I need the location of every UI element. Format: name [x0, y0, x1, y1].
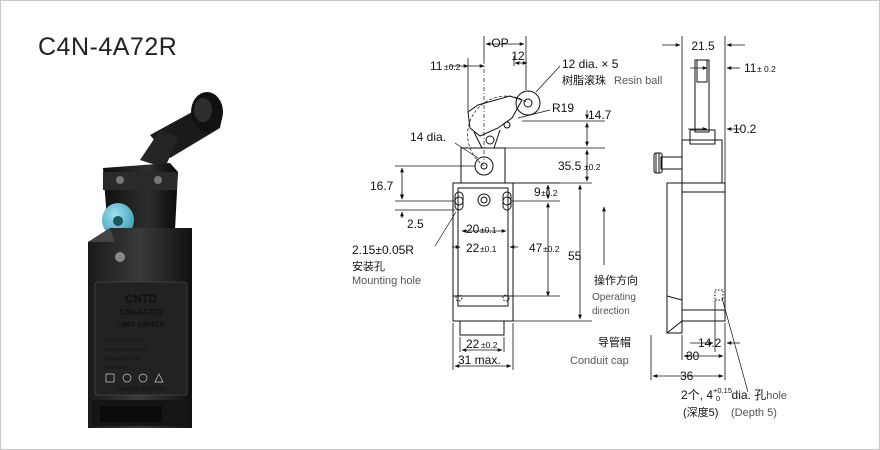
front-view-drawing: [452, 60, 541, 336]
resin-cn: 树脂滚珠: [562, 73, 606, 87]
product-title: C4N-4A72R: [38, 33, 178, 61]
depth-en: (Depth 5): [731, 407, 777, 419]
dim-14-dia: 14 dia.: [410, 130, 446, 144]
opdir-en2: direction: [592, 306, 630, 317]
dim-20: 20: [466, 222, 480, 236]
dim-10-2: 10.2: [733, 122, 757, 136]
dim-47-tol: ±0.2: [543, 244, 560, 254]
photo-type: LIMIT SWITCH: [117, 322, 165, 329]
front-dimensions: [395, 36, 606, 370]
dim-12: 12: [511, 49, 525, 63]
photo-rating2: DC-13 0.3A/220VDC: [104, 347, 149, 353]
hole-en: Mounting hole: [352, 275, 421, 287]
dim-22a-tol: ±0.1: [480, 244, 497, 254]
depth-cn: (深度5): [683, 405, 718, 419]
product-photo: CNTD C4N-4A72R LIMIT SWITCH AC-15 3A/250…: [88, 92, 223, 428]
hole-cn: 安装孔: [352, 259, 385, 273]
roller-size: 12 dia. × 5: [562, 57, 619, 71]
dim-21-5: 21.5: [691, 39, 715, 53]
dim-35-5: 35.5: [558, 159, 582, 173]
photo-brand: CNTD: [125, 294, 157, 306]
dim-9: 9: [534, 185, 541, 199]
dim-14-2: 14.2: [698, 336, 722, 350]
dim-20-tol: ±0.1: [480, 225, 497, 235]
photo-maker: CHANGDE ELECTRIC: [115, 387, 167, 393]
side-dim-11: 11: [744, 61, 757, 75]
dim-31-max: 31 max.: [458, 353, 501, 367]
dim-11: 11: [430, 59, 443, 73]
dim-22b-tol: ±0.2: [481, 340, 498, 350]
side-dimensions: [650, 36, 749, 393]
conduit-en: Conduit cap: [570, 355, 629, 367]
photo-standard: GB14048.5 IP66: [104, 356, 140, 362]
dim-14-7: 14.7: [588, 108, 612, 122]
photo-rating1: AC-15 3A/250VAC: [104, 338, 144, 344]
side-labels: 21.5 11 ± 0.2 10.2 14.2 30 36 2个, 4+0.15…: [680, 39, 787, 419]
dim-47: 47: [529, 241, 543, 255]
dim-22b: 22: [466, 337, 480, 351]
dim-16-7: 16.7: [370, 179, 394, 193]
dim-2-5: 2.5: [407, 217, 424, 231]
dim-r19: R19: [552, 101, 574, 115]
conduit-cn: 导管帽: [598, 335, 631, 349]
side-dim-11-tol: ± 0.2: [757, 64, 776, 74]
opdir-en1: Operating: [592, 292, 636, 303]
dim-55: 55: [568, 249, 582, 263]
dim-36: 36: [680, 369, 694, 383]
photo-model: C4N-4A72R: [119, 308, 163, 317]
side-view-drawing: [653, 59, 726, 334]
front-labels: OP 12 11 ±0.2 12 dia. × 5 树脂滚珠 Resin bal…: [352, 36, 662, 367]
dim-35-5-tol: ±0.2: [584, 162, 601, 172]
dim-30: 30: [686, 349, 700, 363]
opdir-cn: 操作方向: [594, 273, 638, 287]
dim-11-tol: ±0.2: [444, 62, 461, 72]
dim-op: OP: [491, 36, 508, 50]
dim-9-tol: ±0.2: [541, 188, 558, 198]
photo-standard2: EN60947-5-1: [104, 365, 133, 371]
resin-en: Resin ball: [614, 75, 662, 87]
dim-22a: 22: [466, 241, 480, 255]
hole-radius: 2.15±0.05R: [352, 243, 414, 257]
